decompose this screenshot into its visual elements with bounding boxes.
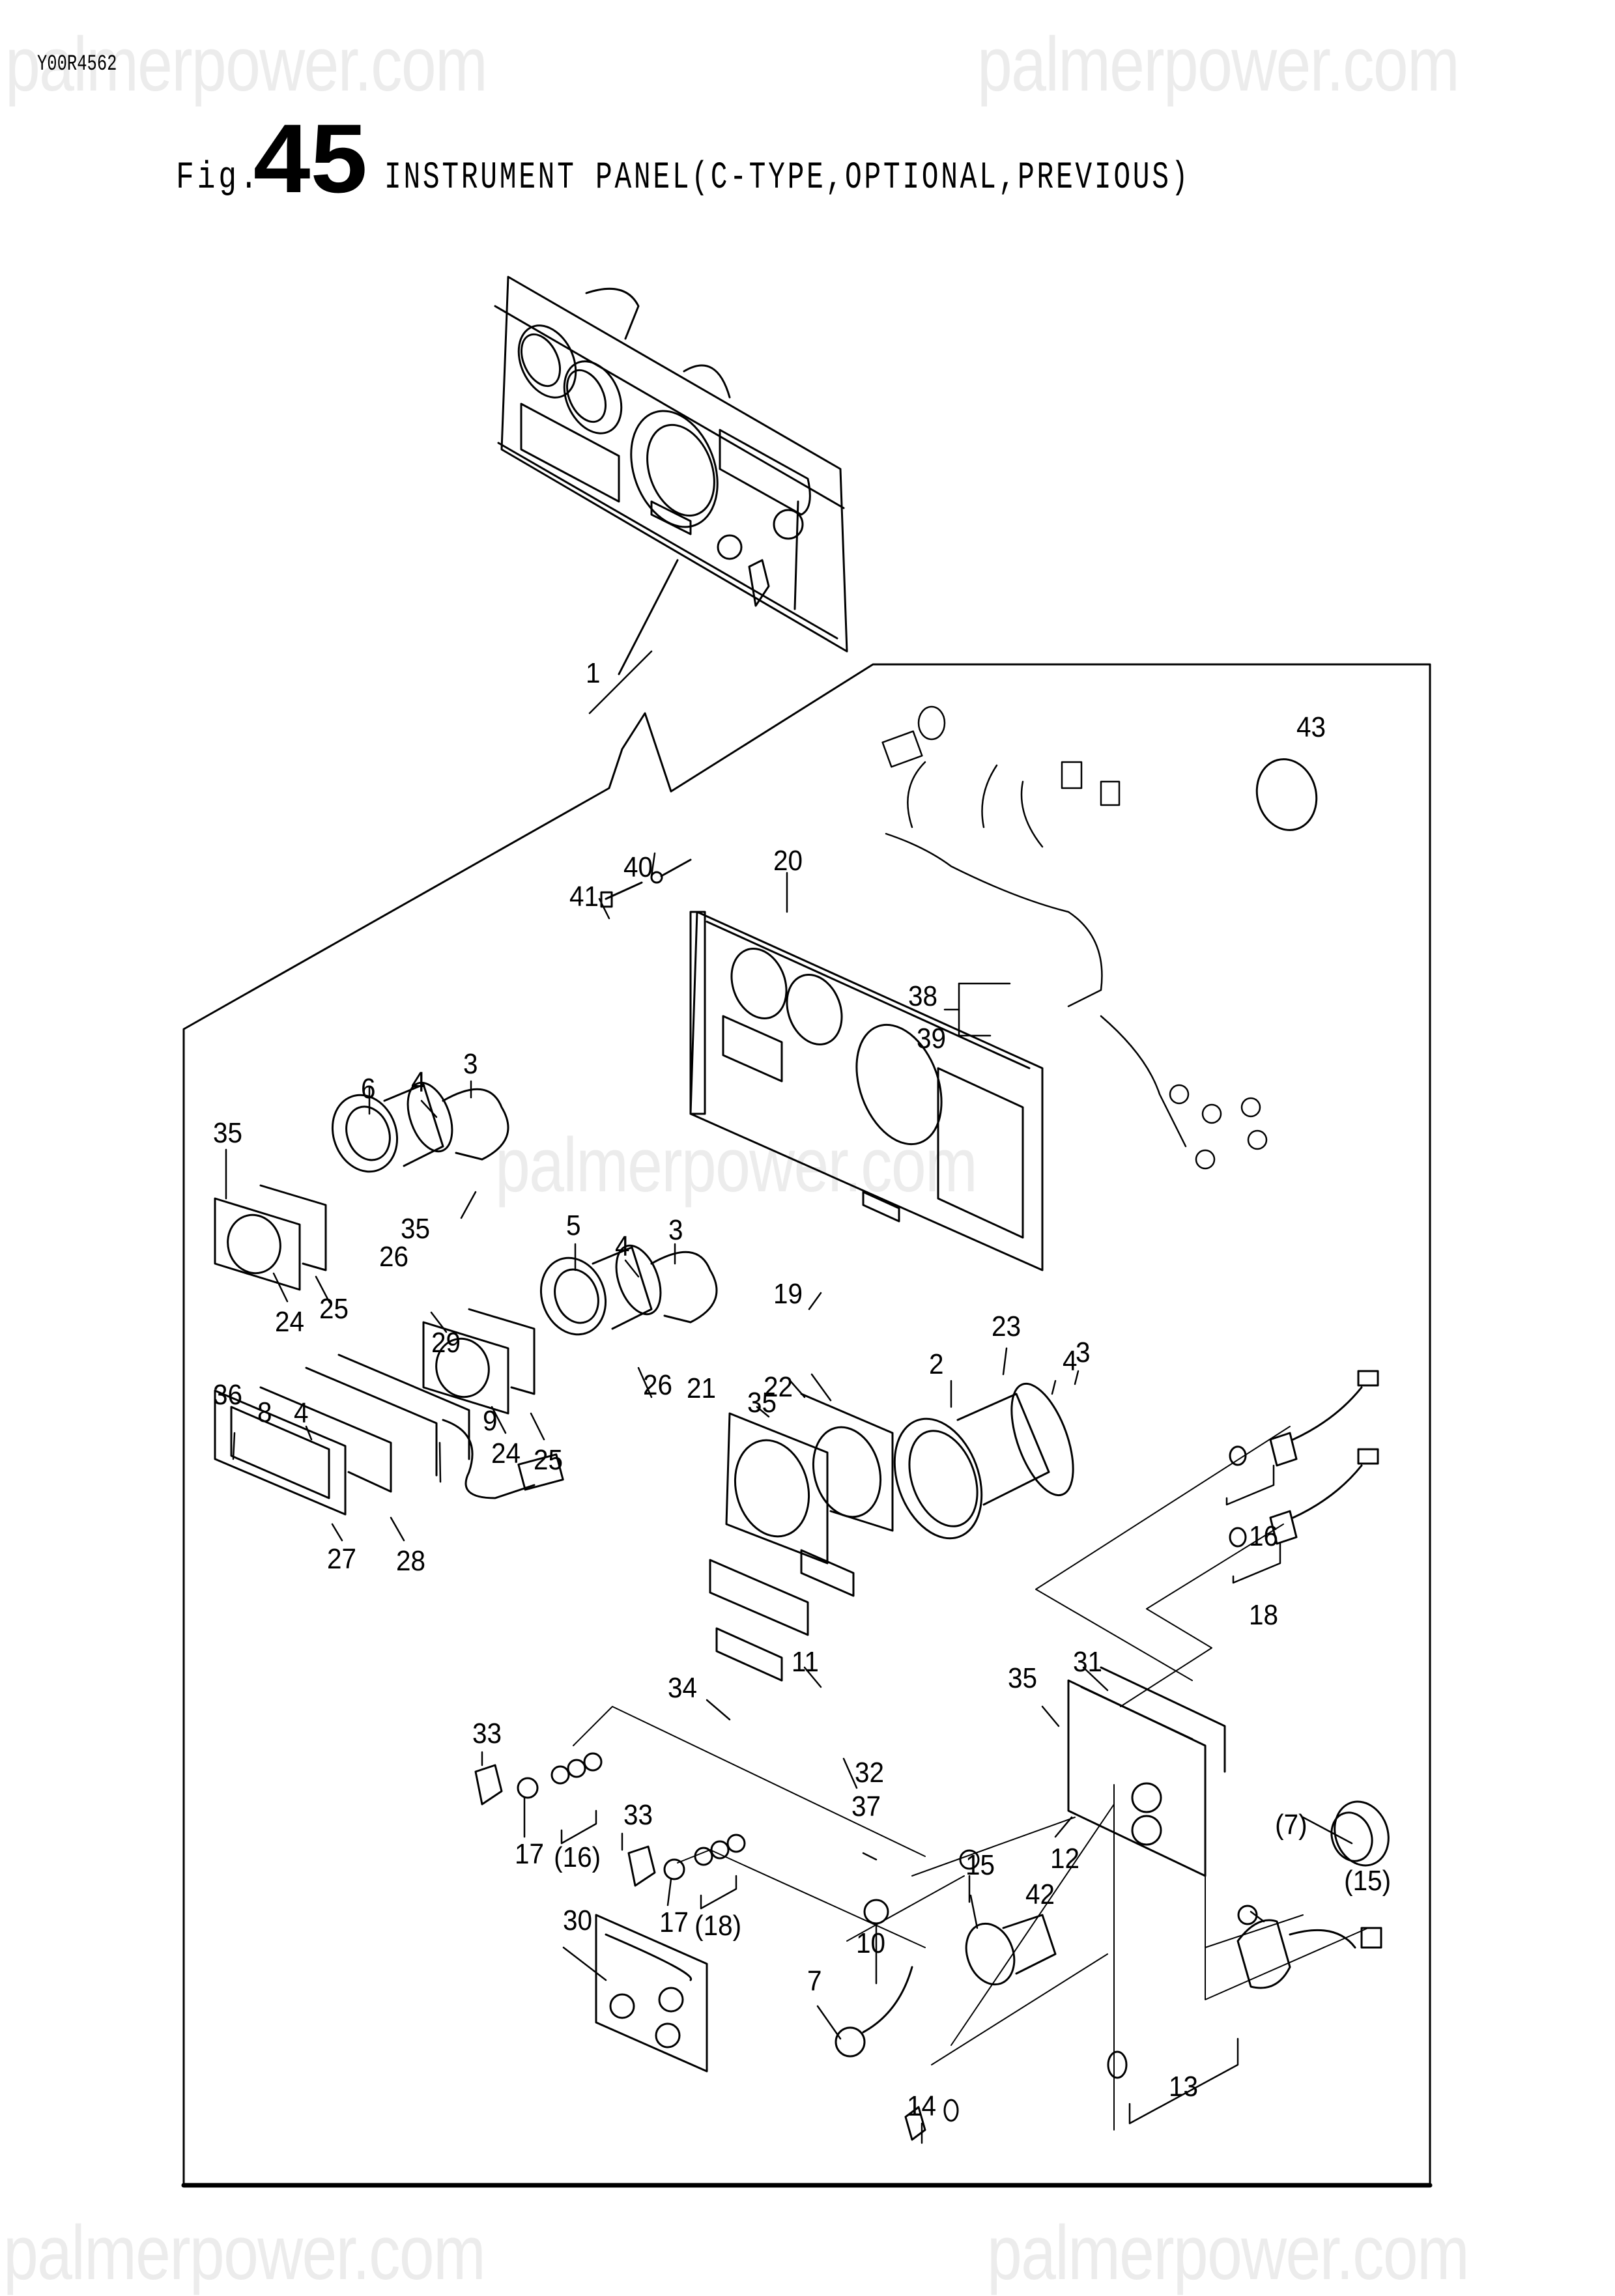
callout-label: 22 (763, 1371, 793, 1403)
callout-label: 18 (1248, 1599, 1278, 1631)
callout-leaders (225, 650, 1353, 2144)
callout-label: 30 (562, 1905, 592, 1936)
callout-label: 25 (533, 1444, 563, 1476)
callout-label: 28 (395, 1545, 425, 1577)
figure-title: INSTRUMENT PANEL(C-TYPE,OPTIONAL,PREVIOU… (384, 157, 1191, 199)
callout-label: 3 (1075, 1337, 1091, 1368)
watermark: palmerpower.com (495, 1122, 978, 1208)
assembly-route-lines (573, 1426, 1369, 2131)
callout-label: 19 (773, 1278, 803, 1310)
figure-title-block: Fig. 45 INSTRUMENT PANEL(C-TYPE,OPTIONAL… (176, 104, 1474, 213)
callout-label: 3 (668, 1214, 683, 1246)
callout-label: 4 (614, 1230, 630, 1262)
figure-number: 45 (253, 104, 368, 213)
callout-label: 26 (379, 1241, 408, 1273)
callout-label: 41 (569, 881, 599, 913)
callout-label: 43 (1296, 711, 1326, 743)
callout-label: 40 (623, 851, 653, 883)
callout-label: 3 (463, 1048, 478, 1080)
callout-label: 1 (585, 657, 601, 689)
callout-label: 27 (326, 1543, 356, 1575)
callout-label: 12 (1050, 1843, 1079, 1875)
callout-label: 10 (855, 1927, 885, 1959)
document-id: Y00R4562 (37, 52, 117, 77)
callout-label: 21 (686, 1372, 716, 1404)
switch-box-drawing (1067, 1666, 1226, 1877)
callout-label: 5 (565, 1210, 581, 1241)
callout-label: 34 (667, 1672, 697, 1704)
callout-label: 33 (472, 1718, 502, 1750)
hour-meter-drawing (709, 1549, 855, 1682)
callout-label: 35 (1007, 1662, 1037, 1694)
switch-levers-drawing (474, 1752, 746, 1887)
callout-label: 4 (1062, 1345, 1078, 1377)
callout-label: 7 (807, 1965, 822, 1997)
callout-label: 39 (916, 1023, 946, 1055)
callout-1-leader (618, 559, 679, 675)
callout-label: 35 (400, 1213, 430, 1245)
callout-label: (15) (1344, 1865, 1392, 1897)
bolt-washer-drawing (600, 858, 692, 908)
callout-label: 6 (360, 1073, 376, 1105)
callout-label: (18) (694, 1910, 742, 1942)
bezel-large-drawing (725, 1393, 894, 1565)
callout-label: 13 (1168, 2071, 1198, 2103)
callout-label: (16) (554, 1841, 601, 1873)
callout-label: 14 (906, 2090, 936, 2122)
callout-label: 32 (854, 1757, 884, 1789)
figure-prefix: Fig. (176, 157, 261, 199)
callout-label: 16 (1248, 1520, 1278, 1552)
assembled-instrument-panel (494, 276, 848, 653)
lower-right-parts-drawing (835, 1800, 1390, 2141)
callout-label: 35 (747, 1387, 777, 1419)
watermark: palmerpower.com (5, 21, 488, 107)
main-gauge-drawing (893, 1382, 1074, 1540)
callout-label: 2 (928, 1348, 944, 1380)
callout-label: 11 (791, 1646, 819, 1678)
watermark: palmerpower.com (3, 2210, 486, 2296)
bezel-set-2 (422, 1308, 536, 1415)
gauge-5-drawing (539, 1244, 718, 1336)
callout-label: 36 (212, 1379, 242, 1411)
switch-face-plate-drawing (595, 1914, 708, 2073)
callout-label: 4 (293, 1397, 309, 1429)
callout-label: 38 (908, 980, 937, 1012)
callout-label: (7) (1275, 1809, 1308, 1841)
bracket-leaders (560, 982, 1281, 2125)
wire-harness-drawing (881, 705, 1268, 1170)
watermark: palmerpower.com (987, 2210, 1470, 2296)
cable-band-drawing (1255, 758, 1318, 831)
callout-label: 17 (514, 1838, 544, 1870)
callout-label: 35 (212, 1117, 242, 1149)
callout-label: 24 (491, 1438, 521, 1469)
callout-label: 4 (410, 1066, 426, 1098)
callout-label: 23 (991, 1311, 1021, 1342)
callout-label: 20 (773, 845, 803, 877)
panel-plate-drawing (689, 911, 1044, 1271)
gauge-6-drawing (331, 1081, 509, 1173)
toggle-switches-drawing (1229, 1370, 1379, 1548)
callout-label: 17 (659, 1906, 689, 1938)
callout-label: 9 (482, 1405, 498, 1437)
callout-label: 25 (319, 1293, 349, 1325)
callout-label: 37 (851, 1791, 881, 1822)
callout-label: 33 (623, 1799, 653, 1831)
callout-label: 26 (642, 1369, 672, 1401)
watermark: palmerpower.com (977, 21, 1460, 107)
callout-label: 24 (274, 1306, 304, 1338)
callout-label: 42 (1025, 1878, 1055, 1910)
monitor-lamp-drawing (214, 1354, 564, 1516)
callout-label: 8 (257, 1396, 272, 1428)
callout-label: 15 (965, 1849, 995, 1881)
callout-label: 29 (431, 1327, 461, 1359)
callout-label: 31 (1072, 1646, 1102, 1678)
bezel-set-1 (214, 1184, 327, 1291)
